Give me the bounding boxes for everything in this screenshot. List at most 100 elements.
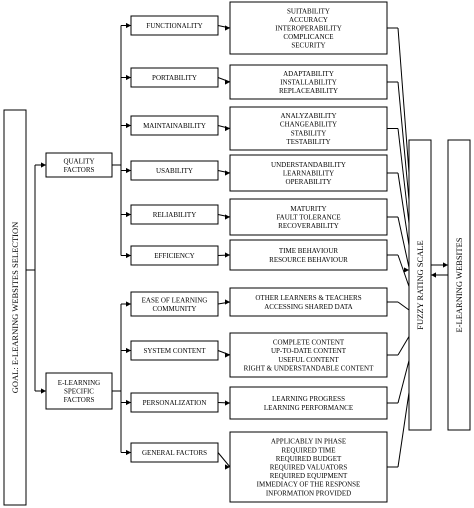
subcriteria-item: ADAPTABILITY: [283, 70, 334, 78]
subcriteria-item: RIGHT & UNDERSTANDABLE CONTENT: [244, 364, 375, 372]
subcriteria-item: CHANGEABILITY: [280, 121, 337, 129]
alternatives-arrow-head: [431, 272, 436, 278]
subcriteria-box: [229, 1, 388, 55]
rating-arrow-head: [404, 267, 409, 273]
subcriteria-item: SECURITY: [291, 42, 325, 50]
subcriteria-item: USEFUL CONTENT: [278, 356, 339, 364]
subcriteria-item: MATURITY: [290, 205, 326, 213]
group-label: FACTORS: [64, 396, 95, 404]
subcriteria-item: ACCESSING SHARED DATA: [264, 303, 353, 311]
group-label: E-LEARNING: [58, 379, 100, 387]
factor-label: FUNCTIONALITY: [146, 22, 202, 30]
subcriteria-item: LEARNABILITY: [283, 170, 334, 178]
group-arrow-head: [41, 388, 46, 394]
factor-label: COMMUNITY: [153, 305, 197, 313]
subcriteria-item: LEARNING PERFORMANCE: [264, 404, 353, 412]
rating-connector: [397, 360, 410, 404]
subcriteria-item: INTEROPERABILITY: [275, 25, 342, 33]
rating-connector: [397, 392, 410, 468]
subcriteria-item: STABILITY: [291, 129, 327, 137]
alternatives-arrow-head: [443, 262, 448, 268]
subcriteria-box: [229, 386, 388, 420]
factor-arrow-head: [126, 122, 131, 129]
factor-arrow-head: [126, 449, 131, 456]
subcriteria-arrow-head: [225, 214, 230, 220]
factor-label: GENERAL FACTORS: [142, 449, 207, 457]
subcriteria-item: UNDERSTANDABILITY: [271, 161, 346, 169]
rating-connector: [397, 81, 410, 201]
subcriteria-box: [229, 154, 388, 192]
subcriteria-item: SUITABILITY: [287, 7, 330, 15]
subcriteria-item: COMPLETE CONTENT: [273, 339, 345, 347]
subcriteria-item: RECOVERABILITY: [278, 222, 339, 230]
group-arrow-head: [41, 162, 46, 168]
fuzzy-rating-scale-label: FUZZY RATING SCALE: [415, 240, 425, 329]
subcriteria-item: FAULT TOLERANCE: [276, 214, 340, 222]
group-label: SPECIFIC: [64, 388, 94, 396]
subcriteria-arrow-head: [225, 170, 230, 176]
goal-label: GOAL: E-LEARNING WEBSITES SELECTION: [10, 222, 20, 393]
factor-arrow-head: [126, 22, 131, 29]
subcriteria-connector: [217, 452, 231, 468]
subcriteria-box: [229, 431, 388, 503]
factor-box: [130, 115, 219, 136]
subcriteria-item: ANALYZABILITY: [280, 112, 336, 120]
subcriteria-item: UP-TO-DATE CONTENT: [271, 347, 347, 355]
subcriteria-box: [229, 64, 388, 100]
subcriteria-item: REQUIRED TIME: [281, 446, 335, 454]
factor-arrow-head: [126, 211, 131, 218]
subcriteria-arrow-head: [225, 252, 230, 258]
factor-arrow-head: [126, 74, 131, 81]
alternatives-label: E-LEARNING WEBSITES: [454, 237, 464, 332]
rating-connector: [397, 216, 410, 268]
subcriteria-item: TIME BEHAVIOUR: [279, 247, 339, 255]
subcriteria-item: COMPLICANCE: [283, 33, 333, 41]
factor-arrow-head: [126, 399, 131, 406]
factor-box: [130, 204, 219, 225]
factor-label: MAINTAINABILITY: [143, 122, 206, 130]
group-label: QUALITY: [63, 157, 94, 165]
subcriteria-item: IMMEDIACY OF THE RESPONSE: [257, 481, 361, 489]
factor-box: [130, 442, 219, 463]
rating-connector: [397, 27, 410, 174]
factor-arrow-head: [126, 347, 131, 354]
diagram-nodes: GOAL: E-LEARNING WEBSITES SELECTION QUALI…: [3, 1, 471, 506]
subcriteria-arrow-head: [225, 25, 230, 31]
factor-box: [130, 291, 219, 317]
rating-connector: [397, 301, 410, 311]
factor-box: [130, 245, 219, 266]
factor-label: PERSONALIZATION: [143, 399, 207, 407]
subcriteria-arrow-head: [225, 400, 230, 406]
factor-box: [130, 160, 219, 181]
subcriteria-item: REQUIRED VALUATORS: [270, 464, 348, 472]
goal-box: [3, 109, 27, 506]
subcriteria-item: OPERABILITY: [286, 178, 332, 186]
factor-arrow-head: [126, 301, 131, 307]
factor-box: [130, 15, 219, 36]
subcriteria-item: REQUIRED BUDGET: [276, 455, 342, 463]
factor-arrow-head: [126, 167, 131, 174]
group-box: [45, 372, 113, 410]
subcriteria-box: [229, 198, 388, 236]
group-box: [45, 152, 113, 178]
subcriteria-item: RESOURCE BEHAVIOUR: [269, 256, 348, 264]
factor-arrow-head: [126, 252, 131, 259]
factor-box: [130, 67, 219, 88]
factor-label: PORTABILITY: [152, 74, 197, 82]
factor-label: USABILITY: [156, 167, 193, 175]
subcriteria-box: [229, 332, 388, 378]
factor-label: EFFICIENCY: [154, 252, 194, 260]
alternatives-box: [447, 139, 471, 431]
subcriteria-arrow-head: [225, 79, 230, 85]
subcriteria-box: [229, 287, 388, 317]
subcriteria-box: [229, 239, 388, 271]
subcriteria-item: INSTALLABILITY: [280, 79, 337, 87]
subcriteria-arrow-head: [225, 352, 230, 358]
rating-connector: [397, 254, 410, 287]
rating-connector: [397, 172, 410, 246]
rating-connector: [397, 336, 410, 356]
subcriteria-item: TESTABILITY: [286, 138, 330, 146]
subcriteria-arrow-head: [225, 464, 230, 470]
